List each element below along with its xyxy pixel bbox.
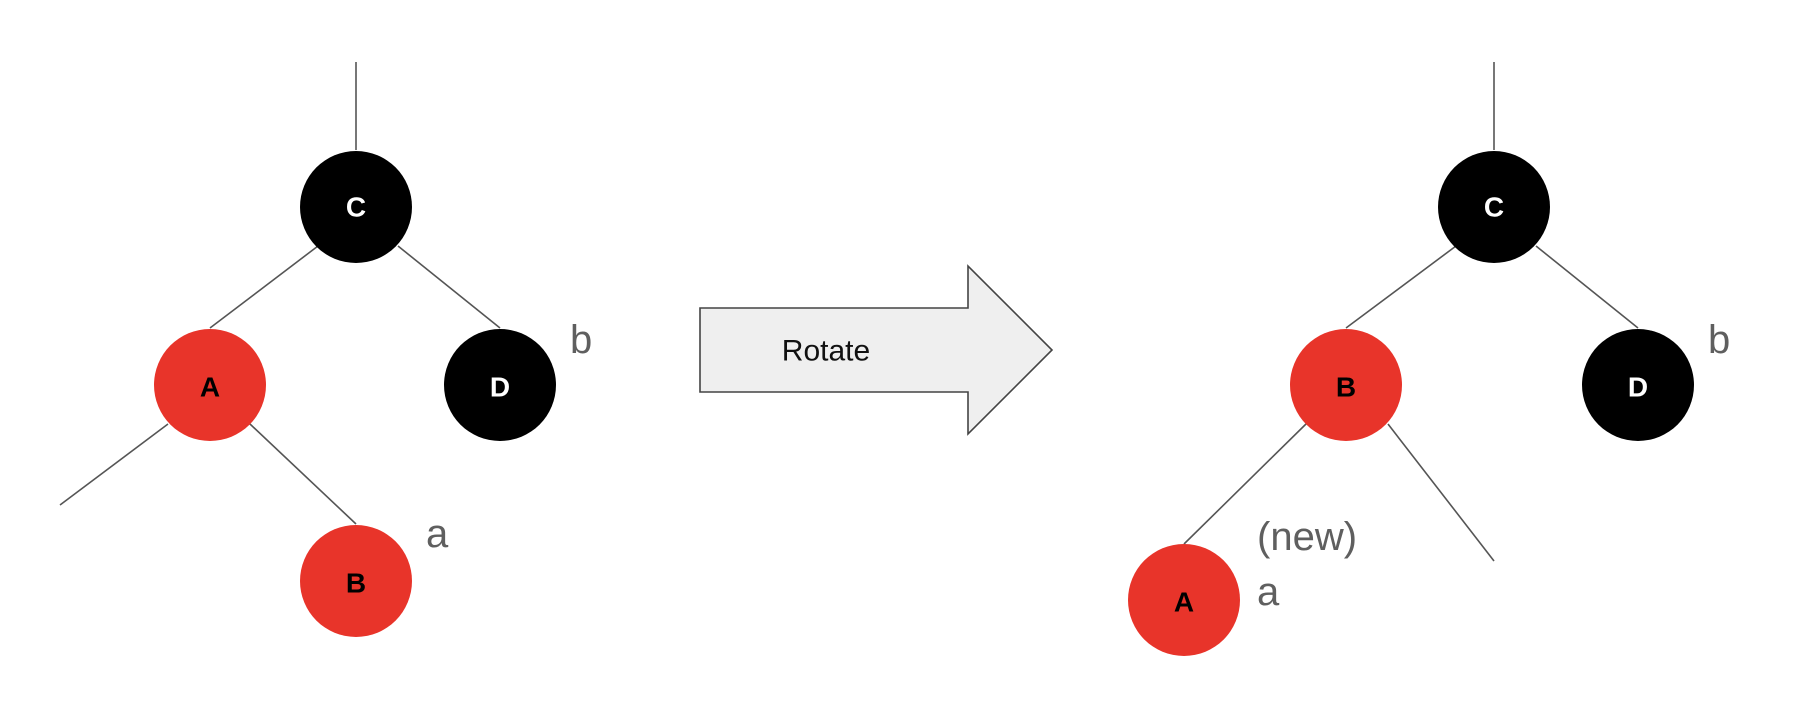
after-edge-c-d bbox=[1535, 245, 1639, 329]
before-node-d-label: D bbox=[490, 372, 510, 403]
after-node-a-circle bbox=[1128, 544, 1240, 656]
before-node-d[interactable]: D bbox=[444, 329, 556, 441]
after-node-a[interactable]: A bbox=[1128, 544, 1240, 656]
before-annotation-b: b bbox=[570, 318, 592, 362]
after-node-c[interactable]: C bbox=[1438, 151, 1550, 263]
before-edge-c-a bbox=[209, 245, 319, 329]
before-node-b-label: B bbox=[346, 568, 366, 599]
before-edge-c-d bbox=[397, 245, 501, 329]
after-edge-b-a bbox=[1183, 423, 1307, 545]
rotate-arrow-shape bbox=[699, 264, 1054, 436]
after-node-d[interactable]: D bbox=[1582, 329, 1694, 441]
before-node-c-label: C bbox=[346, 192, 366, 223]
after-node-c-label: C bbox=[1484, 192, 1504, 223]
before-node-b-circle bbox=[300, 525, 412, 637]
after-tree: C B D A b (new) a bbox=[1128, 62, 1730, 656]
before-node-c-circle bbox=[300, 151, 412, 263]
rotate-arrow: Rotate bbox=[699, 264, 1054, 436]
rotate-arrow-label: Rotate bbox=[782, 335, 870, 368]
after-annotation-new: (new) bbox=[1257, 515, 1357, 559]
before-node-a[interactable]: A bbox=[154, 329, 266, 441]
after-node-d-circle bbox=[1582, 329, 1694, 441]
before-edge-a-b bbox=[249, 423, 357, 525]
after-node-c-circle bbox=[1438, 151, 1550, 263]
before-annotation-a: a bbox=[426, 512, 449, 556]
before-node-a-label: A bbox=[200, 372, 220, 403]
after-annotation-a: a bbox=[1257, 570, 1280, 614]
after-node-b[interactable]: B bbox=[1290, 329, 1402, 441]
after-node-b-label: B bbox=[1336, 372, 1356, 403]
after-annotation-b: b bbox=[1708, 318, 1730, 362]
after-node-d-label: D bbox=[1628, 372, 1648, 403]
after-node-b-circle bbox=[1290, 329, 1402, 441]
before-edge-a-left bbox=[59, 423, 169, 506]
before-node-b[interactable]: B bbox=[300, 525, 412, 637]
before-tree: C A D B b a bbox=[59, 62, 592, 637]
after-edge-b-right bbox=[1387, 423, 1495, 562]
before-node-c[interactable]: C bbox=[300, 151, 412, 263]
after-edge-c-b bbox=[1345, 245, 1457, 329]
after-node-a-label: A bbox=[1174, 587, 1194, 618]
before-node-d-circle bbox=[444, 329, 556, 441]
before-node-a-circle bbox=[154, 329, 266, 441]
